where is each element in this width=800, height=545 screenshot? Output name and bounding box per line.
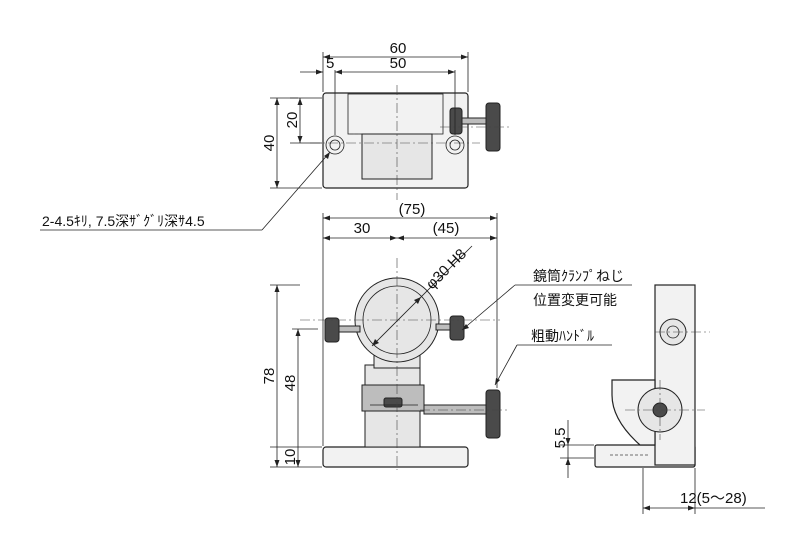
dim-top-margin: 5 <box>326 55 334 72</box>
side-view: 5.5 12(5～28) <box>552 284 765 514</box>
dim-front-left: 30 <box>354 220 371 237</box>
dim-front-overall: (75) <box>399 201 426 218</box>
dim-height-total: 78 <box>261 368 278 385</box>
clamp-screw-left <box>324 317 340 343</box>
clamp-knob-top <box>449 107 463 135</box>
coarse-handle-note: 粗動ﾊﾝﾄﾞﾙ <box>531 328 594 344</box>
front-view-base <box>322 446 469 468</box>
coarse-handle-front <box>485 389 501 439</box>
dim-bore: φ30 H8 <box>423 246 470 293</box>
dim-front-right: (45) <box>433 220 460 237</box>
mount-hole-right <box>445 135 465 155</box>
dim-top-depth: 20 <box>284 112 301 129</box>
mount-hole-left <box>325 135 345 155</box>
dim-side-step: 5.5 <box>552 428 569 449</box>
hole-callout-text: 2-4.5ｷﾘ, 7.5深ｻﾞｸﾞﾘ深ｻ4.5 <box>42 213 205 229</box>
side-view-column <box>654 284 696 466</box>
clamp-knob-front <box>449 315 465 341</box>
top-view: 60 5 50 20 40 <box>261 40 510 200</box>
clamp-note-line2: 位置変更可能 <box>533 292 617 308</box>
dim-base-height: 10 <box>282 449 299 466</box>
dim-top-width: 60 <box>390 40 407 57</box>
dim-height-center: 48 <box>282 375 299 392</box>
dim-side-travel: 12(5～28) <box>680 490 747 507</box>
clamp-note-line1: 鏡筒ｸﾗﾝﾌﾟねじ <box>533 268 624 284</box>
dim-top-height: 40 <box>261 135 278 152</box>
hole-callout: 2-4.5ｷﾘ, 7.5深ｻﾞｸﾞﾘ深ｻ4.5 <box>40 151 331 231</box>
dim-top-inner: 50 <box>390 55 407 72</box>
front-view: φ30 H8 (75) 30 (45) 78 48 10 鏡筒ｸﾗﾝﾌﾟねじ 位… <box>261 201 632 470</box>
